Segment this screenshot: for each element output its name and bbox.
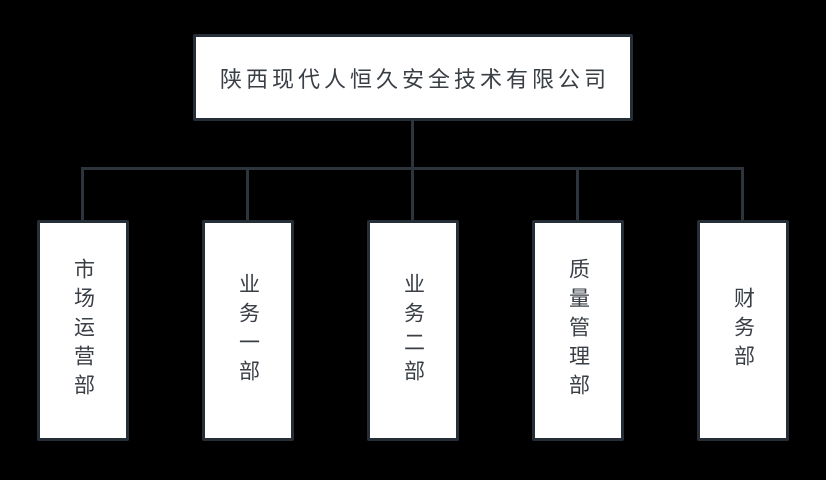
connector-drop-3 <box>411 167 414 221</box>
connector-drop-2 <box>246 167 249 221</box>
dept-label: 质量管理部 <box>566 258 590 403</box>
dept-label: 市场运营部 <box>71 258 95 403</box>
company-name-label: 陕西现代人恒久安全技术有限公司 <box>219 66 610 92</box>
dept-label: 业务一部 <box>236 272 260 389</box>
connector-stem <box>411 120 414 169</box>
org-node-dept-business-1: 业务一部 <box>202 220 294 441</box>
org-node-dept-business-2: 业务二部 <box>367 220 459 441</box>
org-node-dept-marketing-operations: 市场运营部 <box>37 220 129 441</box>
connector-drop-4 <box>576 167 579 221</box>
org-node-dept-quality-management: 质量管理部 <box>532 220 624 441</box>
dept-label: 财务部 <box>731 287 755 374</box>
org-node-dept-finance: 财务部 <box>697 220 789 441</box>
org-node-company: 陕西现代人恒久安全技术有限公司 <box>193 34 633 121</box>
connector-drop-1 <box>81 167 84 221</box>
connector-drop-5 <box>741 167 744 221</box>
dept-label: 业务二部 <box>401 272 425 389</box>
